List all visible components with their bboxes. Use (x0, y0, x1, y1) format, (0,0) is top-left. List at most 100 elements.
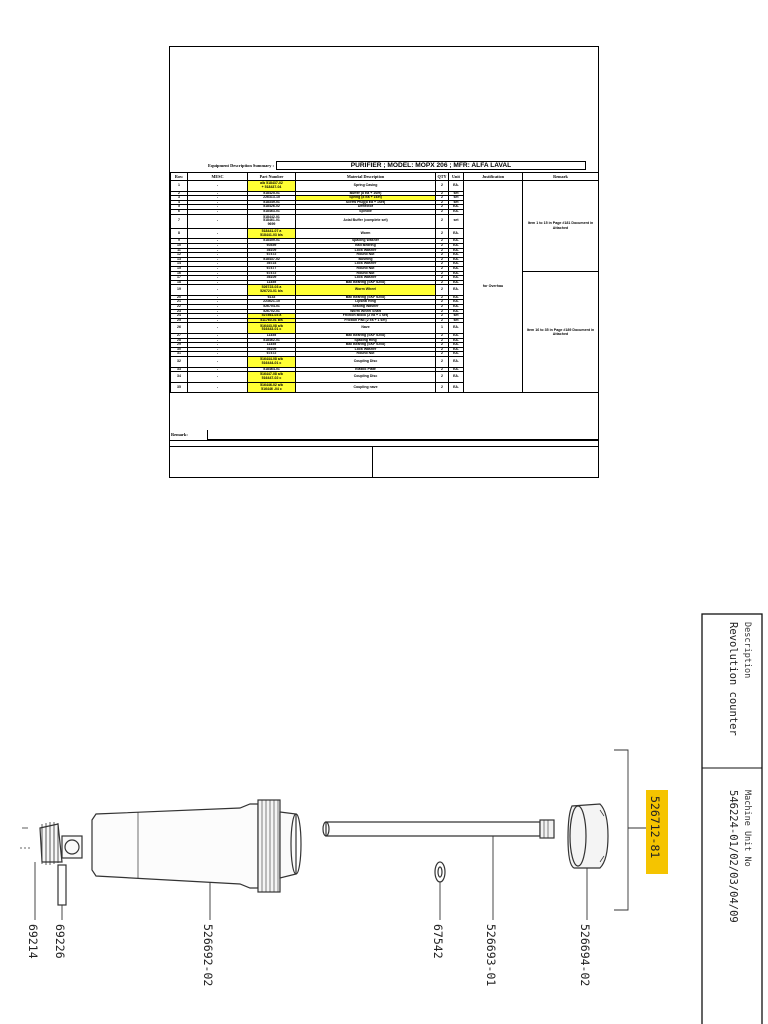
column-header: QTY (435, 172, 449, 181)
column-header: Material Description (295, 172, 436, 181)
column-header: Justification (463, 172, 523, 181)
row-cell: 32 (170, 356, 188, 368)
column-header: Row (170, 172, 188, 181)
unit-cell: EA. (448, 371, 464, 383)
remark-cell: Item 1 to 15 in Page #181 Document in At… (522, 180, 599, 272)
unit-cell: EA. (448, 180, 464, 192)
qty-cell: 2 (435, 213, 449, 229)
part-label: 526693-01 (484, 924, 498, 986)
description-cell: Coupling Disc (295, 371, 436, 383)
washer-part (434, 861, 446, 883)
remark-area: Remark: (170, 430, 598, 477)
machine-unit-value: 546224-01/02/03/04/09 (727, 790, 739, 923)
divider (170, 446, 598, 447)
mesc-cell: - (187, 356, 248, 368)
knob-part (567, 803, 609, 869)
unit-cell: EA. (448, 284, 464, 296)
row-cell: 1 (170, 180, 188, 192)
tube-part (91, 799, 302, 893)
qty-cell: 2 (435, 284, 449, 296)
justification-cell: for Overhau (463, 179, 523, 394)
remark-label: Remark: (171, 432, 188, 437)
row-cell: 7 (170, 213, 188, 229)
qty-cell: 2 (435, 381, 449, 394)
title-block: Description Revolution counter Machine U… (701, 613, 763, 1024)
summary-title: PURIFIER ; MODEL: MOPX 206 ; MFR: ALFA L… (276, 161, 586, 170)
part-labels: 69214 69226 526692-02 67542 526693-01 52… (26, 924, 592, 986)
mesc-cell: - (187, 180, 248, 192)
column-header: Unit (448, 172, 464, 181)
shaft-part (322, 819, 555, 839)
part-number-cell: 518441-07 a 518441-03 b/s (247, 227, 296, 240)
row-cell: 19 (170, 284, 188, 296)
column-header: Part Number (247, 172, 296, 181)
divider (170, 440, 598, 441)
row-cell: 35 (170, 381, 188, 394)
unit-cell: EA. (448, 356, 464, 368)
highlighted-part-tag: 526712-81 (646, 790, 668, 874)
part-number-cell: 518442-01 518461-01 9699 (247, 213, 296, 229)
column-header: MESC (187, 172, 248, 181)
description-cell: Coupling Disc (295, 356, 436, 368)
summary-label: Equipment Description Summary : (208, 163, 274, 168)
gear-part (20, 822, 83, 865)
description-cell: Coupling nave (295, 381, 436, 394)
divider (372, 446, 373, 477)
part-number-cell: 516443-08 a/b 516443-01 c (247, 322, 296, 335)
part-label: 69214 (26, 924, 40, 959)
mesc-cell: - (187, 213, 248, 229)
part-label: 69226 (53, 924, 67, 959)
mesc-cell: - (187, 371, 248, 383)
part-number-cell: 516446-02 a/b 516446 -04 c (247, 381, 296, 394)
part-number-cell: 516444-08 a/b 516444-01 c (247, 356, 296, 368)
unit-cell: set (448, 213, 464, 229)
description-label: Description (742, 622, 752, 678)
mesc-cell: - (187, 284, 248, 296)
unit-cell: EA. (448, 322, 464, 335)
part-label: 526692-02 (201, 924, 215, 986)
column-header: Remark (522, 172, 599, 181)
qty-cell: 2 (435, 371, 449, 383)
description-cell: Worm (295, 227, 436, 240)
machine-unit-label: Machine Unit No (742, 790, 752, 867)
description-cell: Nave (295, 322, 436, 335)
pin-part (57, 864, 67, 906)
remark-cell: Item 16 to 35 in Page #189 Document in A… (522, 270, 599, 394)
row-cell: 26 (170, 322, 188, 335)
description-cell: Spring Casing (295, 180, 436, 192)
mesc-cell: - (187, 322, 248, 335)
part-label: 526694-02 (578, 924, 592, 986)
qty-cell: 2 (435, 227, 449, 240)
qty-cell: 1 (435, 322, 449, 335)
part-number-cell: 516447-08 a/b 516447-02 c (247, 371, 296, 383)
row-cell: 34 (170, 371, 188, 383)
unit-cell: EA. (448, 381, 464, 394)
part-number-cell: 526723-03 a 526723-01 b/s (247, 284, 296, 296)
description-cell: Worm Wheel (295, 284, 436, 296)
mesc-cell: - (187, 227, 248, 240)
part-label: 67542 (431, 924, 445, 959)
row-cell: 8 (170, 227, 188, 240)
exploded-drawing: 69214 69226 526692-02 67542 526693-01 52… (20, 613, 763, 1024)
highlight-tag-bg (646, 790, 668, 874)
description-cell: Axial Buffer (complete set) (295, 213, 436, 229)
mesc-cell: - (187, 381, 248, 394)
parts-form: Equipment Description Summary : PURIFIER… (169, 46, 599, 478)
qty-cell: 2 (435, 356, 449, 368)
part-number-cell: a/b 518437-02 + 518437-04 (247, 180, 296, 192)
